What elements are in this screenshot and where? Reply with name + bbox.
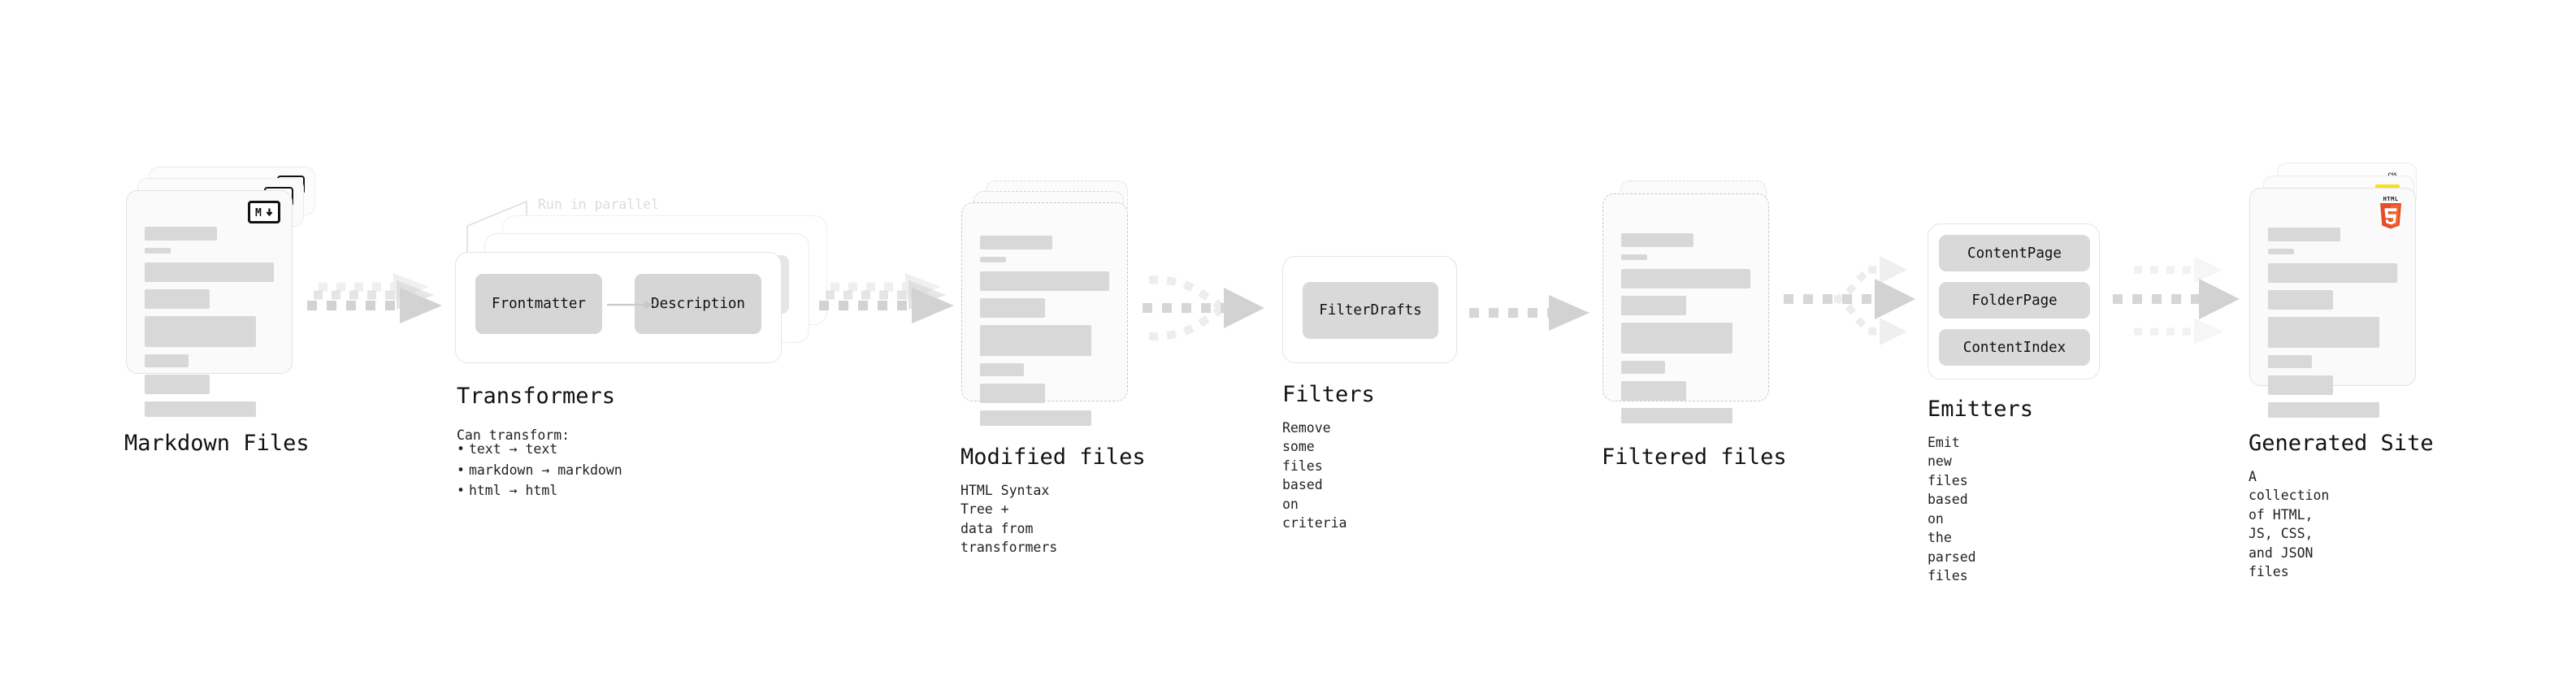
modified-card-front bbox=[961, 202, 1128, 426]
markdown-icon: M bbox=[248, 201, 280, 223]
connector-markdown-to-transformers bbox=[307, 273, 442, 323]
list-item-label: markdown → markdown bbox=[468, 462, 622, 478]
stage-title-modified-files: Modified files bbox=[961, 445, 1146, 470]
skeleton-row bbox=[2268, 290, 2333, 310]
emitter-pill-contentindex[interactable]: ContentIndex bbox=[1939, 329, 2090, 366]
skeleton-row bbox=[145, 262, 274, 282]
skeleton-row bbox=[1621, 254, 1647, 260]
skeleton-row bbox=[2268, 402, 2379, 418]
skeleton-row bbox=[2268, 317, 2379, 348]
skeleton-row bbox=[980, 363, 1025, 376]
filtered-card-front bbox=[1602, 193, 1769, 423]
skeleton-row bbox=[2268, 263, 2397, 283]
transformer-capability-list: •text → text •markdown → markdown •html … bbox=[457, 439, 622, 501]
list-item: •html → html bbox=[457, 480, 622, 501]
stage-title-filtered-files: Filtered files bbox=[1602, 445, 1787, 470]
skeleton-row bbox=[145, 289, 210, 309]
run-in-parallel-bracket bbox=[466, 201, 527, 256]
skeleton-row bbox=[2268, 228, 2341, 241]
bullet-marker: • bbox=[457, 441, 465, 457]
stage-desc-emitters: Emit new files based on the parsed files bbox=[1928, 435, 1976, 583]
stage-desc-filters: Remove some files based on criteria bbox=[1282, 420, 1347, 531]
stage-title-generated-site: Generated Site bbox=[2249, 431, 2434, 456]
run-in-parallel-label: Run in parallel bbox=[538, 197, 660, 212]
emitter-pill-folderpage[interactable]: FolderPage bbox=[1939, 282, 2090, 319]
skeleton-row bbox=[980, 271, 1109, 291]
skeleton-row bbox=[145, 227, 218, 241]
list-item-label: text → text bbox=[468, 441, 558, 457]
skeleton-row bbox=[1621, 296, 1686, 315]
html5-icon: HTML bbox=[2377, 196, 2405, 229]
stage-title-emitters: Emitters bbox=[1928, 397, 2034, 422]
skeleton-row bbox=[1621, 361, 1666, 374]
list-item-label: html → html bbox=[468, 483, 558, 499]
filter-pill-filterdrafts[interactable]: FilterDrafts bbox=[1303, 282, 1438, 339]
skeleton-row bbox=[145, 401, 256, 417]
skeleton-row bbox=[2268, 355, 2313, 368]
svg-text:M: M bbox=[255, 207, 262, 218]
stage-title-filters: Filters bbox=[1282, 382, 1375, 407]
skeleton-row bbox=[1621, 408, 1733, 423]
connector-modified-files-to-filters bbox=[1143, 275, 1264, 340]
skeleton-row bbox=[145, 375, 210, 394]
skeleton-row bbox=[980, 384, 1045, 403]
skeleton-row bbox=[980, 325, 1091, 356]
bullet-marker: • bbox=[457, 483, 465, 499]
stage-title-markdown-files: Markdown Files bbox=[124, 431, 310, 456]
list-item: •markdown → markdown bbox=[457, 460, 622, 481]
connector-filtered-files-to-emitters bbox=[1784, 256, 1915, 345]
transformer-pill-frontmatter[interactable]: Frontmatter bbox=[475, 274, 602, 334]
skeleton-row bbox=[980, 410, 1091, 426]
connector-emitters-to-generated-site bbox=[2113, 257, 2240, 345]
css3-icon-label: CSS bbox=[2382, 172, 2403, 178]
connector-filters-to-filtered-files bbox=[1469, 295, 1589, 331]
stage-desc-modified-files: HTML Syntax Tree + data from transformer… bbox=[961, 483, 1058, 556]
skeleton-row bbox=[1621, 269, 1750, 288]
skeleton-row bbox=[145, 354, 189, 367]
transformer-group-front[interactable]: Frontmatter Description bbox=[455, 252, 782, 363]
skeleton-row bbox=[2268, 249, 2294, 254]
transformer-pill-description[interactable]: Description bbox=[635, 274, 761, 334]
emitter-pill-contentpage[interactable]: ContentPage bbox=[1939, 235, 2090, 271]
skeleton-row bbox=[145, 248, 171, 254]
bullet-marker: • bbox=[457, 462, 465, 478]
filters-group[interactable]: FilterDrafts bbox=[1282, 256, 1457, 363]
skeleton-row bbox=[1621, 233, 1694, 247]
stage-title-transformers: Transformers bbox=[457, 384, 616, 409]
markdown-card-front: M bbox=[126, 190, 293, 417]
skeleton-row bbox=[980, 257, 1006, 262]
generated-card-html: HTML bbox=[2249, 188, 2416, 418]
skeleton-row bbox=[2268, 375, 2333, 395]
stage-desc-transformers: Can transform: bbox=[457, 427, 570, 443]
skeleton-row bbox=[1621, 323, 1733, 354]
emitters-group[interactable]: ContentPage FolderPage ContentIndex bbox=[1928, 223, 2100, 380]
skeleton-row bbox=[145, 316, 256, 347]
skeleton-row bbox=[980, 298, 1045, 318]
skeleton-row bbox=[1621, 381, 1686, 401]
transformer-arrow-front bbox=[607, 301, 654, 309]
connector-transformers-to-modified-files bbox=[819, 273, 954, 323]
list-item: •text → text bbox=[457, 439, 622, 460]
skeleton-row bbox=[980, 236, 1053, 249]
stage-desc-generated-site: A collection of HTML, JS, CSS, and JSON … bbox=[2249, 469, 2330, 580]
html5-icon-label: HTML bbox=[2383, 196, 2399, 202]
